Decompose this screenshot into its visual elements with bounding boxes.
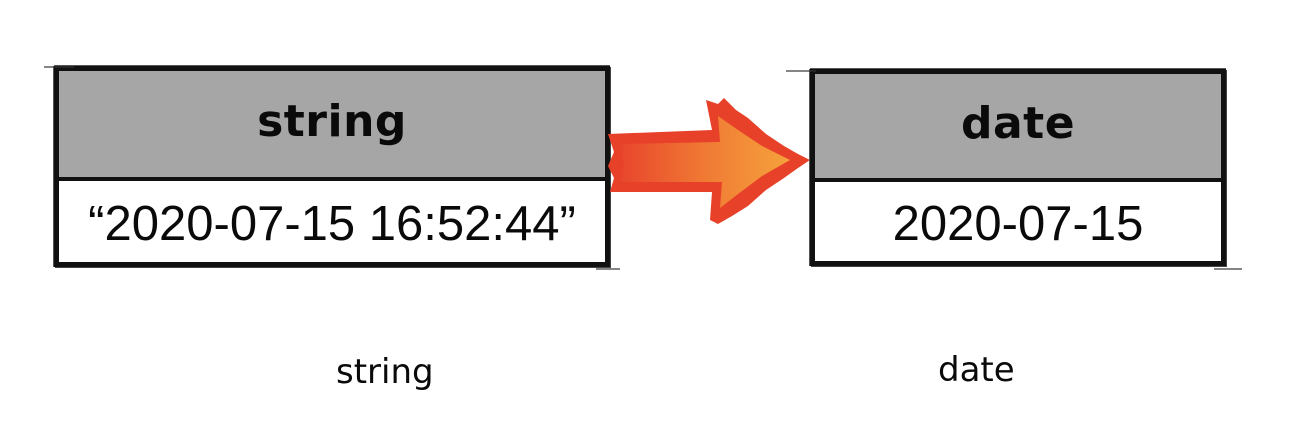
- target-caption: date: [938, 350, 1015, 390]
- sketch-stroke: [596, 268, 620, 270]
- target-table: date 2020-07-15: [810, 69, 1226, 266]
- sketch-stroke: [786, 70, 816, 72]
- target-table-value-cell: 2020-07-15: [810, 182, 1226, 266]
- sketch-stroke: [1214, 268, 1242, 270]
- source-table-header: string: [54, 66, 610, 181]
- target-table-border: [810, 69, 1226, 266]
- source-caption: string: [336, 352, 434, 392]
- right-arrow-icon: [608, 98, 810, 224]
- target-table-header-label: date: [960, 98, 1076, 149]
- source-table-value-cell: “2020-07-15 16:52:44”: [54, 181, 610, 267]
- sketch-stroke: [44, 66, 74, 68]
- source-table-header-label: string: [257, 96, 407, 147]
- source-table-value: “2020-07-15 16:52:44”: [88, 197, 576, 251]
- arrow-body: [620, 116, 790, 208]
- source-table-border: [54, 66, 610, 267]
- target-table-header: date: [810, 69, 1226, 182]
- target-table-value: 2020-07-15: [892, 197, 1144, 251]
- source-table: string “2020-07-15 16:52:44”: [54, 66, 610, 267]
